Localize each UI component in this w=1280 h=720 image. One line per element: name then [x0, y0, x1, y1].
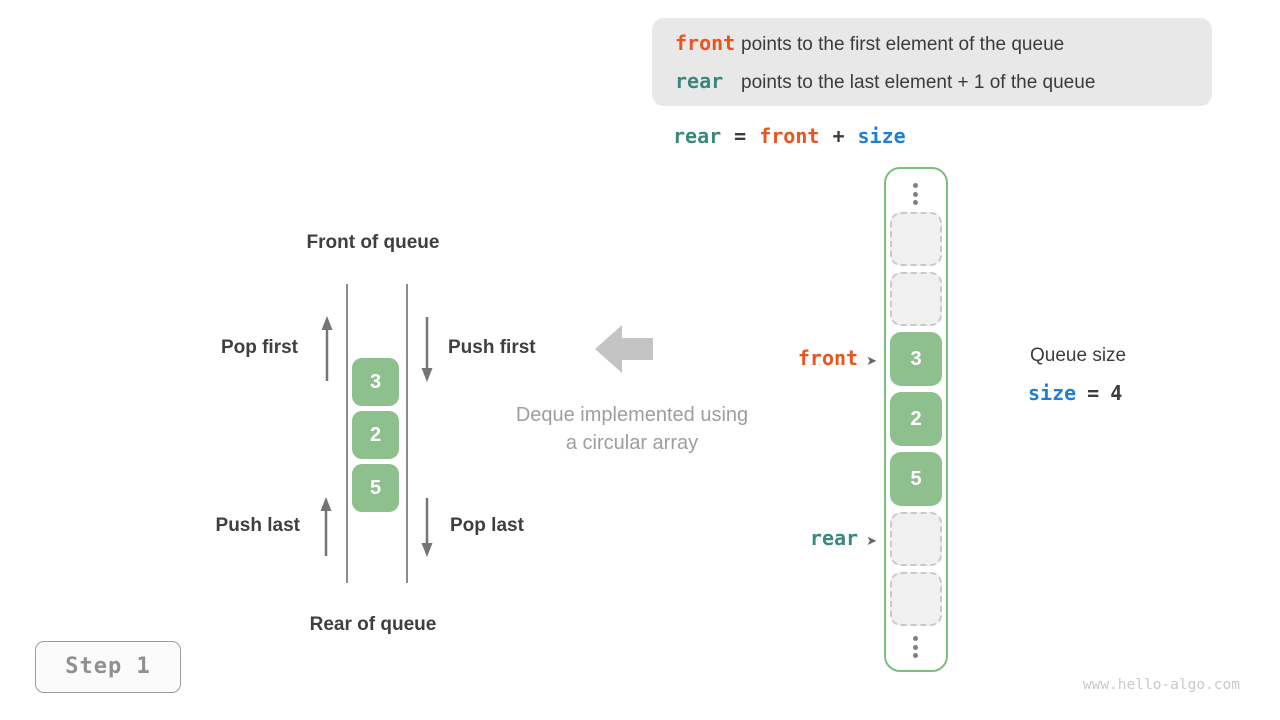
queue-size-formula: size = 4: [1028, 381, 1133, 405]
info-line-rear: rear points to the last element + 1 of t…: [675, 69, 1212, 94]
info-box: front points to the first element of the…: [652, 18, 1212, 106]
ellipsis-bottom-icon: [913, 636, 918, 658]
dot: [913, 644, 918, 650]
pop-first-label: Pop first: [220, 337, 298, 358]
dot: [913, 653, 918, 658]
queue-item: 3: [352, 358, 399, 406]
array-cell-6: [890, 572, 942, 626]
rear-pointer: rear ➤: [760, 526, 877, 550]
array-cell-4: 5: [890, 452, 942, 506]
formula-front: front: [759, 124, 820, 148]
size-value: 4: [1110, 381, 1123, 405]
array-cell-1: [890, 272, 942, 326]
caption-line-2: a circular array: [565, 432, 699, 454]
front-pointer-label: front: [797, 346, 859, 370]
formula: rear = front + size: [673, 124, 919, 148]
deque-caption: Deque implemented using a circular array: [472, 401, 792, 457]
rear-of-queue-label: Rear of queue: [309, 614, 437, 635]
formula-equals: =: [734, 124, 747, 148]
queue-item: 2: [352, 411, 399, 459]
pop-last-arrow-icon: [421, 498, 433, 557]
front-keyword: front: [675, 30, 736, 55]
front-of-queue-label: Front of queue: [306, 232, 440, 253]
size-keyword: size: [1028, 381, 1077, 405]
size-equals: =: [1087, 381, 1100, 405]
step-badge: Step 1: [35, 641, 181, 693]
dot: [913, 200, 918, 205]
ellipsis-top-icon: [913, 183, 918, 205]
caption-line-1: Deque implemented using: [515, 404, 749, 426]
formula-rear: rear: [673, 124, 722, 148]
rear-description: points to the last element + 1 of the qu…: [741, 71, 1096, 93]
formula-size: size: [857, 124, 906, 148]
array-cell-5: [890, 512, 942, 566]
dot: [913, 191, 918, 197]
pop-last-label: Pop last: [450, 515, 524, 536]
dot: [913, 183, 918, 188]
rear-pointer-arrow-icon: ➤: [866, 534, 877, 549]
array-cell-2: 3: [890, 332, 942, 386]
front-pointer-arrow-icon: ➤: [866, 354, 877, 369]
array-cell-0: [890, 212, 942, 266]
watermark: www.hello-algo.com: [1082, 677, 1240, 693]
formula-plus: +: [832, 124, 845, 148]
front-description: points to the first element of the queue: [741, 33, 1065, 55]
pop-first-arrow-icon: [321, 316, 333, 381]
push-first-arrow-icon: [421, 317, 433, 382]
array-cell-3: 2: [890, 392, 942, 446]
dot: [913, 636, 918, 641]
info-line-front: front points to the first element of the…: [675, 31, 1212, 56]
push-first-label: Push first: [448, 337, 536, 358]
channel-left-line: [346, 284, 348, 583]
rear-pointer-label: rear: [809, 526, 859, 550]
queue-size-title: Queue size: [1030, 345, 1127, 366]
rear-keyword: rear: [675, 68, 724, 93]
queue-item: 5: [352, 464, 399, 512]
push-last-label: Push last: [215, 515, 300, 536]
push-last-arrow-icon: [320, 497, 332, 556]
channel-right-line: [406, 284, 408, 583]
front-pointer: front ➤: [760, 346, 877, 370]
big-left-arrow-icon: [595, 325, 653, 373]
